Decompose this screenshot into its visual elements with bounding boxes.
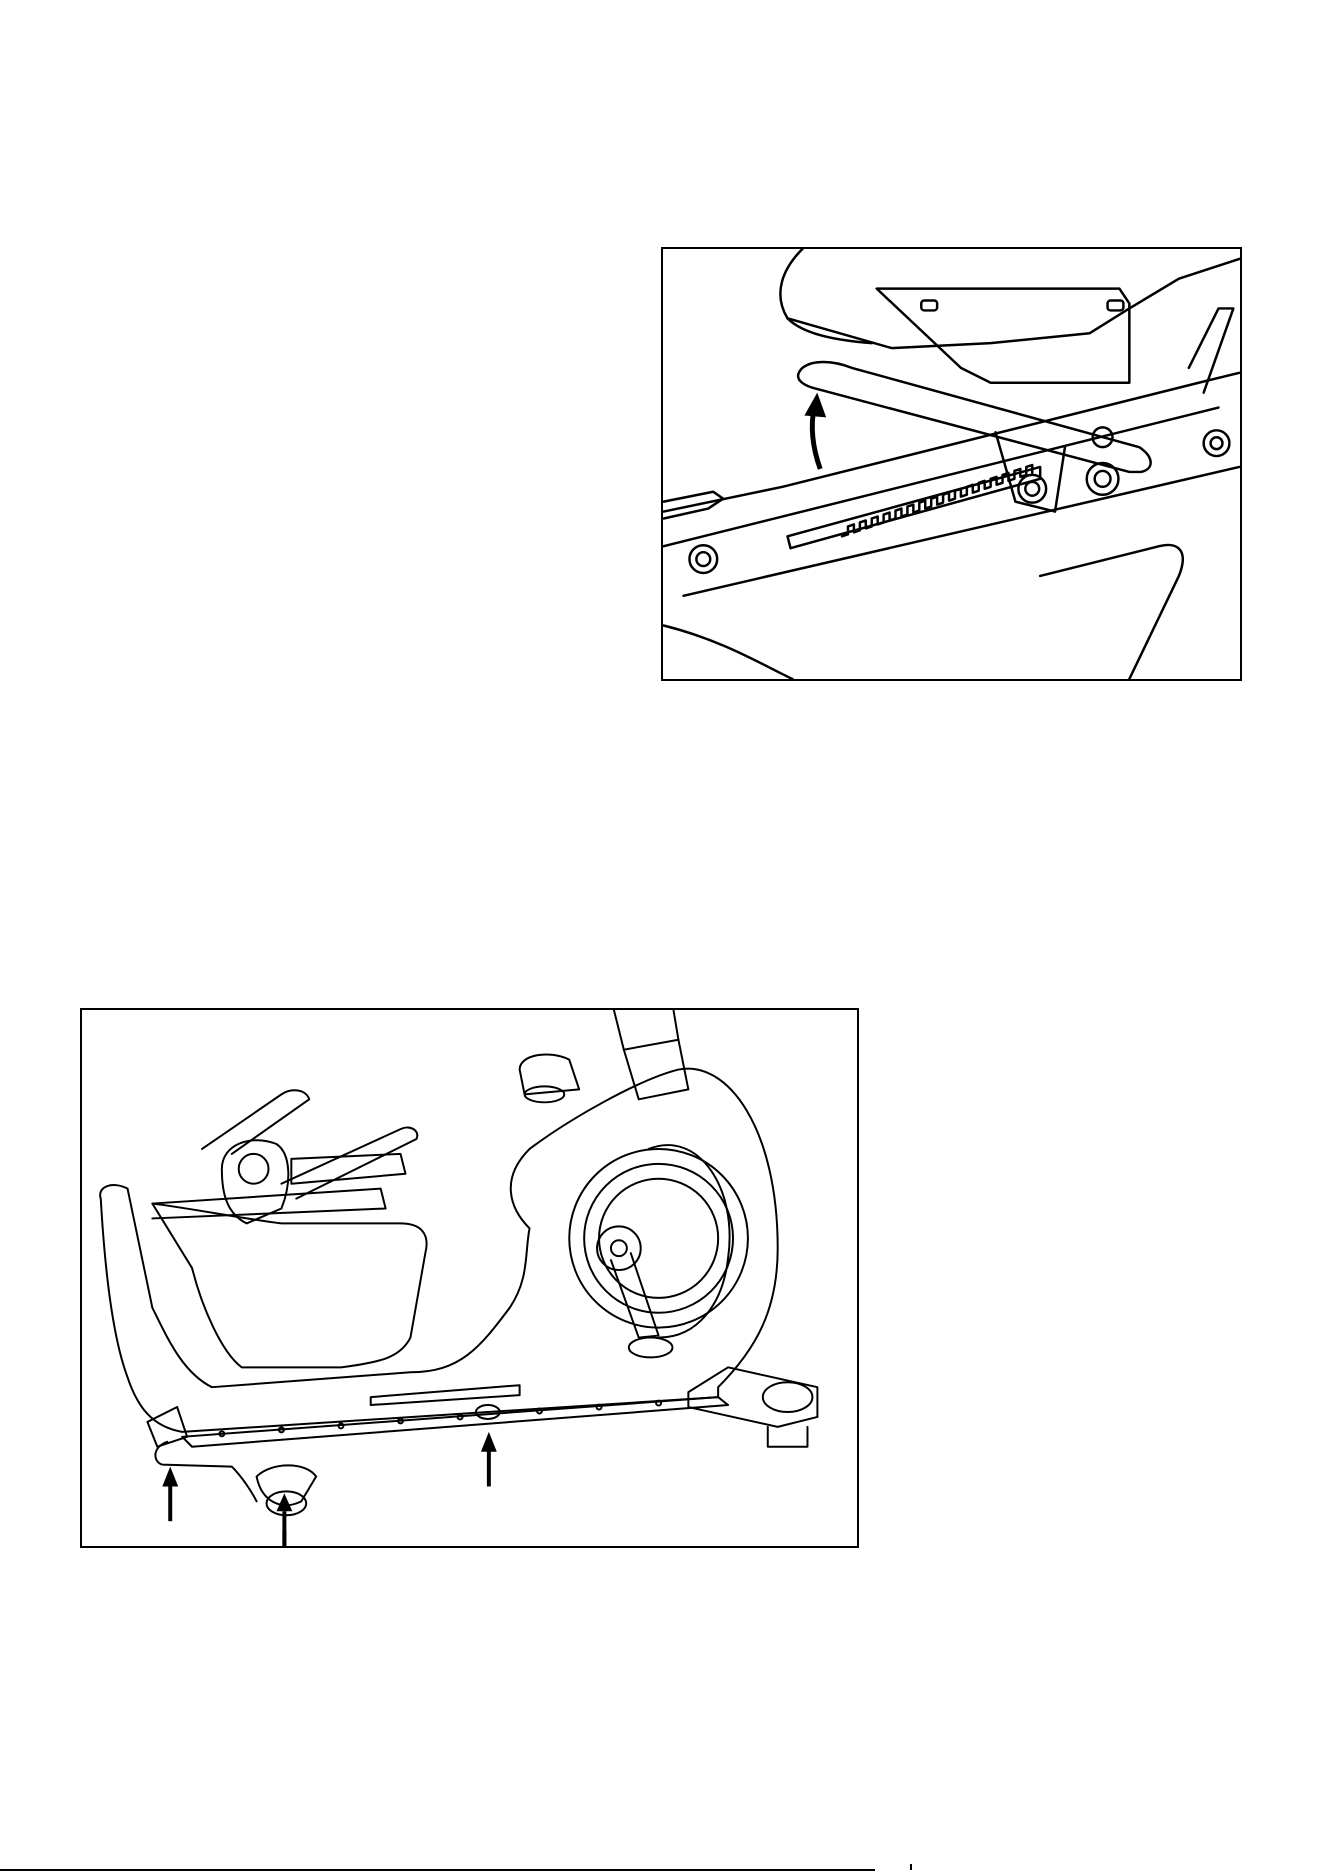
footer-rule [0,1869,875,1871]
release-lever [798,362,1151,472]
pedal-bottom [629,1338,673,1358]
seat-body [780,249,1239,348]
upright-post [614,1010,679,1050]
pedal-top [520,1054,580,1094]
seat-lever-illustration [663,249,1240,679]
seat-mount-plate [877,289,1130,383]
flywheel-outer [569,1149,748,1328]
arrow-transport-handle [162,1467,178,1522]
seat-lever-detail-figure [661,247,1242,681]
arrow-rear-foot [276,1493,292,1546]
indicator-arrows [162,1432,497,1546]
main-frame [100,1069,778,1432]
arrow-center-foot [481,1432,497,1487]
left-handle [202,1090,309,1154]
frame-curve [664,625,793,679]
crank-arm [611,1253,659,1337]
right-handle [281,1127,417,1198]
rack-teeth [842,465,1032,536]
base-rail [182,1397,728,1447]
bike-illustration [82,1010,857,1546]
lift-arrow [804,393,826,469]
seat-back [222,1140,288,1223]
seat-bracket [996,432,1065,511]
footer-tick [910,1864,912,1870]
bike-overview-figure [80,1008,859,1548]
